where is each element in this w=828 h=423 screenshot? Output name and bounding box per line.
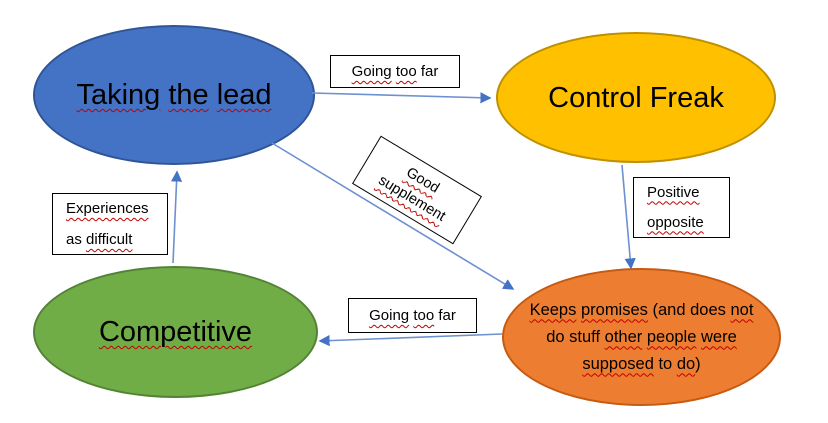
- label-box-going-too-far-top[interactable]: Going too far: [330, 55, 460, 88]
- node-taking-the-lead[interactable]: Taking the lead: [33, 25, 315, 165]
- label-box-positive-opposite[interactable]: Positive opposite: [633, 177, 730, 238]
- arrow-competitive-to-lead[interactable]: [170, 170, 183, 264]
- node-keeps-promises-label: Keeps promises (and does not do stuff ot…: [504, 297, 779, 378]
- arrow-lead-to-control-freak[interactable]: [311, 92, 492, 104]
- experiences-line-2: as difficult: [66, 231, 133, 248]
- going-too-far-bottom-label: Going too far: [369, 307, 456, 324]
- node-taking-the-lead-label: Taking the lead: [76, 79, 272, 111]
- positive-opposite-line-1: Positive: [647, 183, 700, 201]
- node-keeps-promises[interactable]: Keeps promises (and does not do stuff ot…: [502, 268, 781, 406]
- keeps-promises-line-3: supposed to do): [582, 354, 701, 373]
- label-box-going-too-far-bottom[interactable]: Going too far: [348, 298, 477, 333]
- node-competitive[interactable]: Competitive: [33, 266, 318, 398]
- positive-opposite-line-2: opposite: [647, 213, 704, 231]
- arrow-keeps-promises-to-competitive[interactable]: [318, 333, 503, 347]
- arrow-lead-to-keeps-promises[interactable]: [271, 142, 515, 290]
- keeps-promises-line-2: do stuff other people were: [546, 327, 737, 346]
- node-control-freak-label: Control Freak: [548, 81, 724, 114]
- experiences-line-1: Experiences: [66, 200, 149, 217]
- label-box-experiences-as-difficult[interactable]: Experiences as difficult: [52, 193, 168, 255]
- node-competitive-label: Competitive: [98, 316, 253, 348]
- going-too-far-top-label: Going too far: [351, 63, 439, 80]
- arrow-control-freak-to-keeps-promises[interactable]: [621, 164, 636, 270]
- keeps-promises-line-1: Keeps promises (and does not: [529, 300, 754, 319]
- node-control-freak[interactable]: Control Freak: [496, 32, 776, 163]
